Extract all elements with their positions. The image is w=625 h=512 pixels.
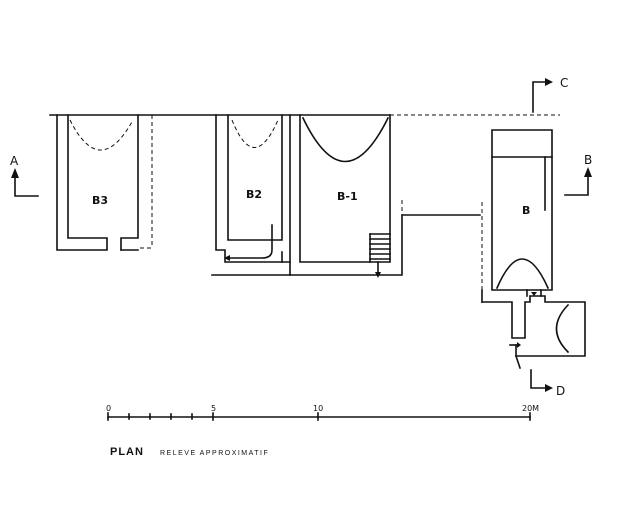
section-a-label: A [10, 154, 19, 168]
section-b-label: B [584, 153, 592, 167]
room-b2: B2 [211, 114, 291, 276]
section-c-label: C [560, 76, 568, 90]
scale-tick-0: 0 [106, 404, 111, 413]
scale-tick-20: 20M [522, 404, 539, 413]
section-d-label: D [556, 384, 565, 398]
room-b1: B-1 [289, 114, 481, 278]
scale-tick-5: 5 [211, 404, 216, 413]
room-b3: B3 [56, 114, 153, 251]
section-marker-d: D [530, 369, 565, 398]
scale-tick-10: 10 [313, 404, 323, 413]
annex [481, 289, 586, 370]
caption: PLAN RELEVE APPROXIMATIF [110, 446, 269, 458]
room-b3-label: B3 [92, 194, 108, 207]
staircase [369, 233, 391, 278]
plan-subtitle: RELEVE APPROXIMATIF [160, 450, 269, 457]
section-marker-b: B [564, 153, 592, 196]
room-b: B [481, 129, 553, 303]
room-b-label: B [522, 204, 530, 217]
plan-title: PLAN [110, 446, 144, 458]
room-b2-label: B2 [246, 188, 262, 201]
section-marker-a: A [10, 154, 39, 197]
scale-bar: 0 5 10 20M [106, 404, 539, 421]
room-b1-label: B-1 [337, 190, 358, 203]
section-marker-c: C [532, 76, 568, 113]
